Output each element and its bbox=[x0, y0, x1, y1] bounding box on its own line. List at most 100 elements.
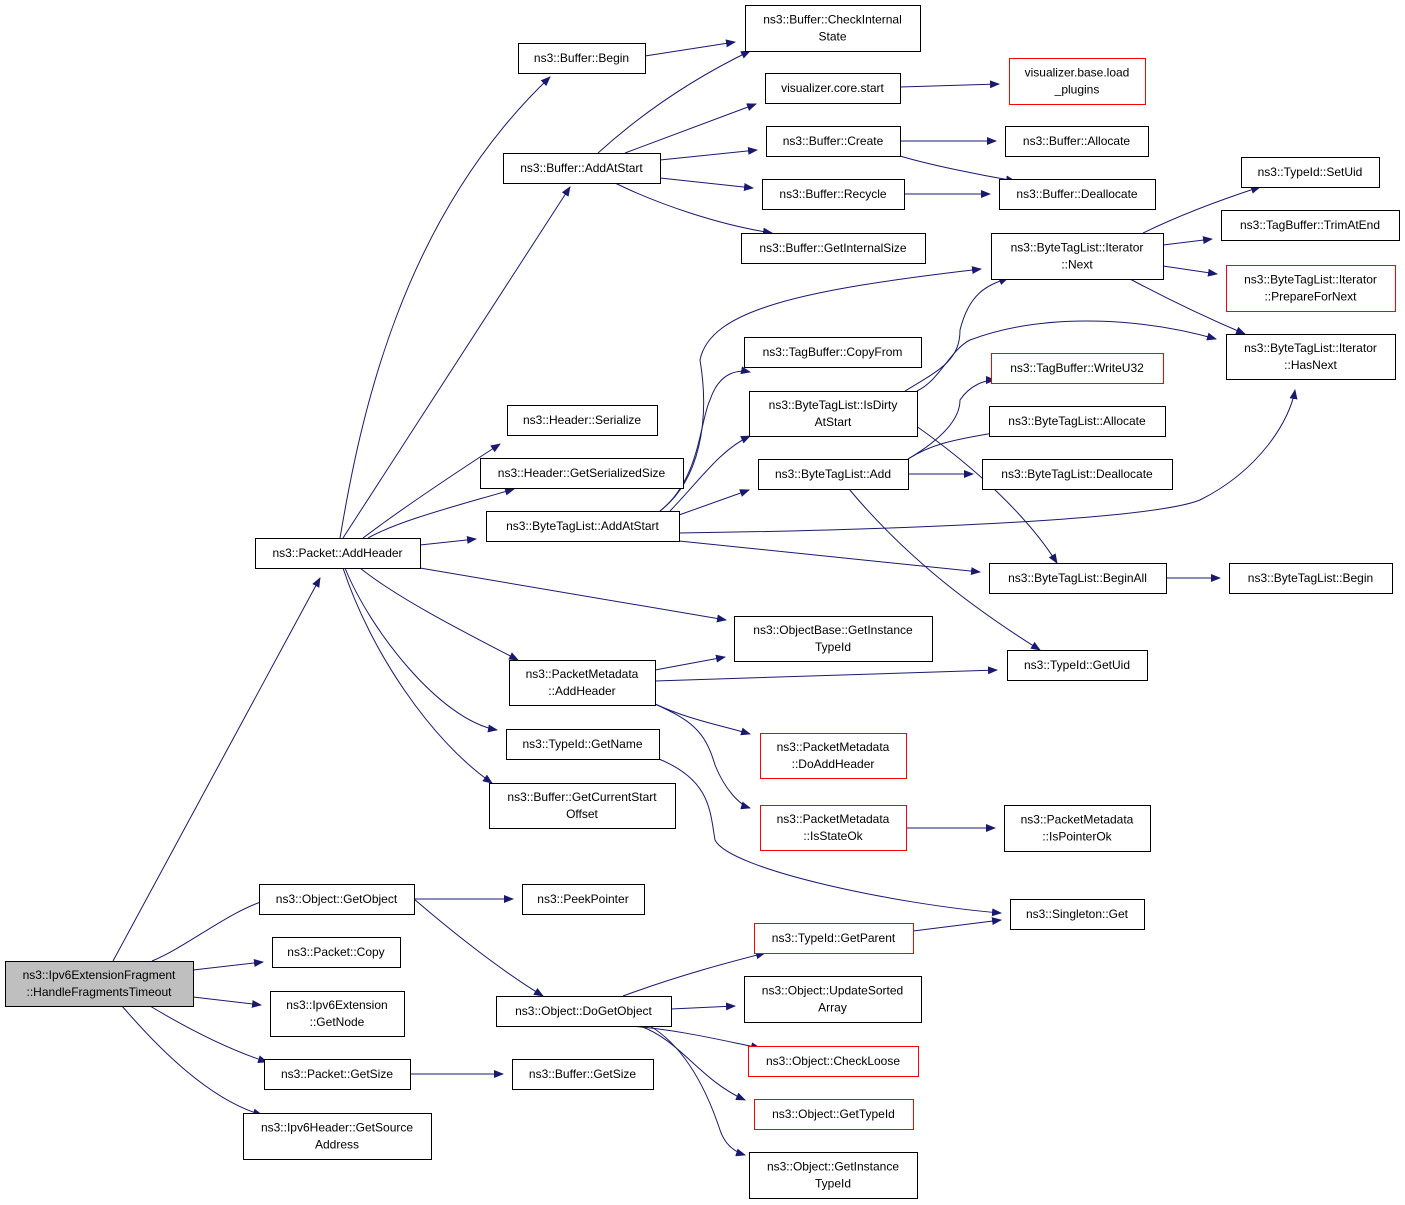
function-node-box bbox=[1221, 210, 1400, 241]
function-node[interactable]: ns3::Object::GetTypeId bbox=[754, 1099, 914, 1130]
call-edge bbox=[1129, 278, 1246, 335]
function-node[interactable]: ns3::ByteTagList::Allocate bbox=[989, 406, 1166, 437]
function-node[interactable]: ns3::Object::CheckLoose bbox=[748, 1046, 919, 1077]
function-node-box bbox=[1226, 334, 1396, 380]
function-node[interactable]: ns3::Buffer::GetSize bbox=[512, 1059, 654, 1090]
function-node[interactable]: ns3::Buffer::Allocate bbox=[1005, 126, 1149, 157]
function-node[interactable]: ns3::ByteTagList::Iterator::PrepareForNe… bbox=[1226, 265, 1396, 312]
function-node[interactable]: ns3::Buffer::AddAtStart bbox=[503, 153, 661, 184]
function-node[interactable]: ns3::TagBuffer::TrimAtEnd bbox=[1221, 210, 1400, 241]
call-edge bbox=[339, 76, 551, 539]
function-node-label: ::HandleFragmentsTimeout bbox=[27, 985, 173, 999]
function-node-label: ns3::Buffer::AddAtStart bbox=[520, 161, 643, 175]
function-node[interactable]: visualizer.core.start bbox=[765, 73, 901, 104]
function-node[interactable]: ns3::Buffer::Create bbox=[766, 126, 901, 157]
function-node-label: ns3::TagBuffer::TrimAtEnd bbox=[1240, 218, 1380, 232]
function-node[interactable]: ns3::Packet::Copy bbox=[272, 937, 401, 968]
function-node[interactable]: ns3::Buffer::GetInternalSize bbox=[741, 233, 926, 264]
call-edge bbox=[342, 186, 571, 539]
function-node[interactable]: ns3::TypeId::GetName bbox=[506, 729, 660, 760]
function-node[interactable]: ns3::Header::Serialize bbox=[507, 405, 658, 436]
call-edge bbox=[908, 420, 1058, 564]
function-node[interactable]: ns3::Buffer::Recycle bbox=[762, 179, 905, 210]
function-node[interactable]: ns3::ByteTagList::Iterator::HasNext bbox=[1226, 334, 1396, 380]
function-node-box bbox=[1226, 265, 1396, 312]
function-node-label: AtStart bbox=[815, 415, 852, 429]
function-node-label: ns3::Header::GetSerializedSize bbox=[498, 466, 666, 480]
function-node[interactable]: ns3::TypeId::GetParent bbox=[754, 923, 914, 954]
call-edge bbox=[367, 487, 515, 539]
function-node[interactable]: ns3::ByteTagList::BeginAll bbox=[989, 563, 1167, 594]
call-edge bbox=[912, 917, 1002, 932]
function-nodes: ns3::Ipv6ExtensionFragment::HandleFragme… bbox=[5, 5, 1400, 1199]
function-node-box bbox=[749, 1152, 918, 1199]
function-node-box bbox=[509, 660, 656, 706]
function-node[interactable]: visualizer.base.load_plugins bbox=[1009, 58, 1146, 105]
function-node-box bbox=[1005, 126, 1149, 157]
function-node-label: ns3::Object::GetInstance bbox=[767, 1160, 899, 1174]
function-node[interactable]: ns3::Packet::GetSize bbox=[264, 1059, 411, 1090]
function-node-label: ns3::Buffer::CheckInternal bbox=[763, 13, 902, 27]
function-node[interactable]: ns3::Packet::AddHeader bbox=[255, 538, 421, 569]
call-edge bbox=[1162, 265, 1218, 277]
function-node[interactable]: ns3::TagBuffer::WriteU32 bbox=[991, 353, 1164, 384]
call-edge bbox=[362, 443, 501, 539]
function-node[interactable]: ns3::TagBuffer::CopyFrom bbox=[744, 337, 922, 368]
function-node-box bbox=[734, 616, 933, 662]
function-node[interactable]: ns3::Buffer::Deallocate bbox=[999, 179, 1156, 210]
function-node[interactable]: ns3::ByteTagList::AddAtStart bbox=[486, 511, 680, 542]
call-edge bbox=[112, 577, 321, 962]
function-node[interactable]: ns3::ByteTagList::Add bbox=[758, 459, 909, 490]
call-edge bbox=[899, 80, 1000, 89]
function-node[interactable]: ns3::Ipv6ExtensionFragment::HandleFragme… bbox=[5, 961, 194, 1007]
function-node[interactable]: ns3::Singleton::Get bbox=[1010, 899, 1145, 930]
function-node[interactable]: ns3::Object::DoGetObject bbox=[496, 996, 672, 1027]
call-edge bbox=[419, 567, 727, 623]
function-node-label: ns3::ByteTagList::Iterator bbox=[1011, 241, 1144, 255]
function-node-label: ns3::Ipv6Header::GetSource bbox=[261, 1121, 413, 1135]
function-node[interactable]: ns3::TypeId::GetUid bbox=[1007, 650, 1148, 681]
function-node[interactable]: ns3::Header::GetSerializedSize bbox=[480, 458, 684, 489]
call-edge bbox=[192, 996, 262, 1008]
function-node-label: ns3::TagBuffer::CopyFrom bbox=[763, 345, 903, 359]
function-node[interactable]: ns3::PacketMetadata::IsPointerOk bbox=[1004, 805, 1151, 852]
function-node[interactable]: ns3::PeekPointer bbox=[522, 884, 645, 915]
function-node-box bbox=[272, 937, 401, 968]
function-node[interactable]: ns3::Buffer::Begin bbox=[518, 43, 646, 74]
call-edge bbox=[678, 540, 981, 576]
function-node-label: ns3::PeekPointer bbox=[537, 892, 628, 906]
function-node-label: ns3::Buffer::GetSize bbox=[529, 1067, 636, 1081]
function-node-label: ns3::PacketMetadata bbox=[777, 740, 890, 754]
function-node-label: ns3::Packet::Copy bbox=[287, 945, 384, 959]
function-node[interactable]: ns3::Object::GetObject bbox=[259, 884, 415, 915]
function-node-box bbox=[489, 783, 676, 829]
function-node[interactable]: ns3::ByteTagList::Begin bbox=[1229, 563, 1393, 594]
function-node-label: ns3::Buffer::Create bbox=[783, 134, 884, 148]
function-node[interactable]: ns3::PacketMetadata::DoAddHeader bbox=[760, 733, 907, 779]
call-edge bbox=[654, 703, 751, 736]
function-node-label: ns3::PacketMetadata bbox=[1021, 813, 1134, 827]
function-node[interactable]: ns3::TypeId::SetUid bbox=[1241, 157, 1380, 188]
function-node[interactable]: ns3::PacketMetadata::AddHeader bbox=[509, 660, 656, 706]
function-node[interactable]: ns3::Ipv6Extension::GetNode bbox=[270, 991, 405, 1037]
function-node-box bbox=[754, 1099, 914, 1130]
function-node-label: ns3::ByteTagList::Add bbox=[775, 467, 891, 481]
function-node[interactable]: ns3::ByteTagList::Deallocate bbox=[982, 459, 1173, 490]
function-node[interactable]: ns3::PacketMetadata::IsStateOk bbox=[760, 805, 907, 851]
function-node-label: ::PrepareForNext bbox=[1264, 290, 1357, 304]
function-node-label: ns3::ByteTagList::Iterator bbox=[1244, 341, 1377, 355]
call-edge bbox=[907, 376, 996, 460]
function-node-label: ns3::ByteTagList::AddAtStart bbox=[506, 519, 659, 533]
function-node-box bbox=[480, 458, 684, 489]
function-node-box bbox=[496, 996, 672, 1027]
function-node-label: ns3::Buffer::Recycle bbox=[779, 187, 886, 201]
function-node-box bbox=[760, 805, 907, 851]
function-node[interactable]: ns3::ByteTagList::Iterator::Next bbox=[991, 233, 1164, 280]
